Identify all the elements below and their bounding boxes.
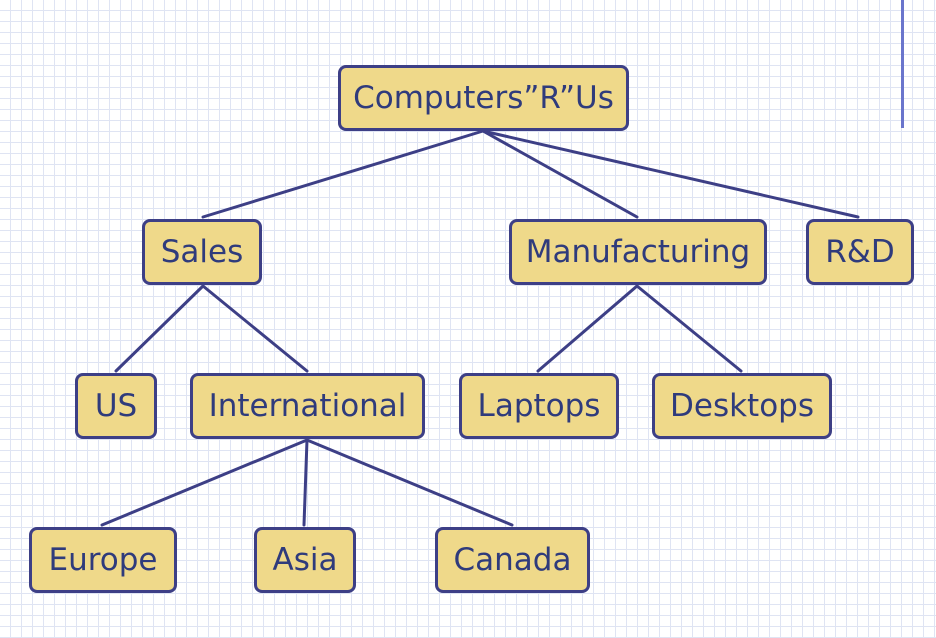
node-asia: Asia (254, 527, 356, 593)
node-rd: R&D (806, 219, 914, 285)
node-international: International (190, 373, 425, 439)
node-computers-r-us: Computers”R”Us (338, 65, 629, 131)
edge-root-manufacturing (481, 129, 639, 219)
edge-international-europe (100, 438, 309, 527)
edge-sales-us (114, 284, 205, 373)
node-laptops: Laptops (459, 373, 619, 439)
node-desktops: Desktops (652, 373, 832, 439)
node-sales: Sales (142, 219, 262, 285)
node-europe: Europe (29, 527, 177, 593)
node-us: US (75, 373, 157, 439)
edge-root-sales (201, 129, 485, 219)
edge-manufacturing-desktops (635, 284, 743, 373)
edge-international-canada (305, 438, 514, 527)
edge-manufacturing-laptops (536, 284, 639, 373)
accent-bar (901, 0, 904, 128)
edge-international-asia (302, 438, 309, 527)
node-manufacturing: Manufacturing (509, 219, 767, 285)
node-canada: Canada (435, 527, 590, 593)
edge-root-rd (481, 129, 860, 219)
edge-sales-international (201, 284, 309, 373)
